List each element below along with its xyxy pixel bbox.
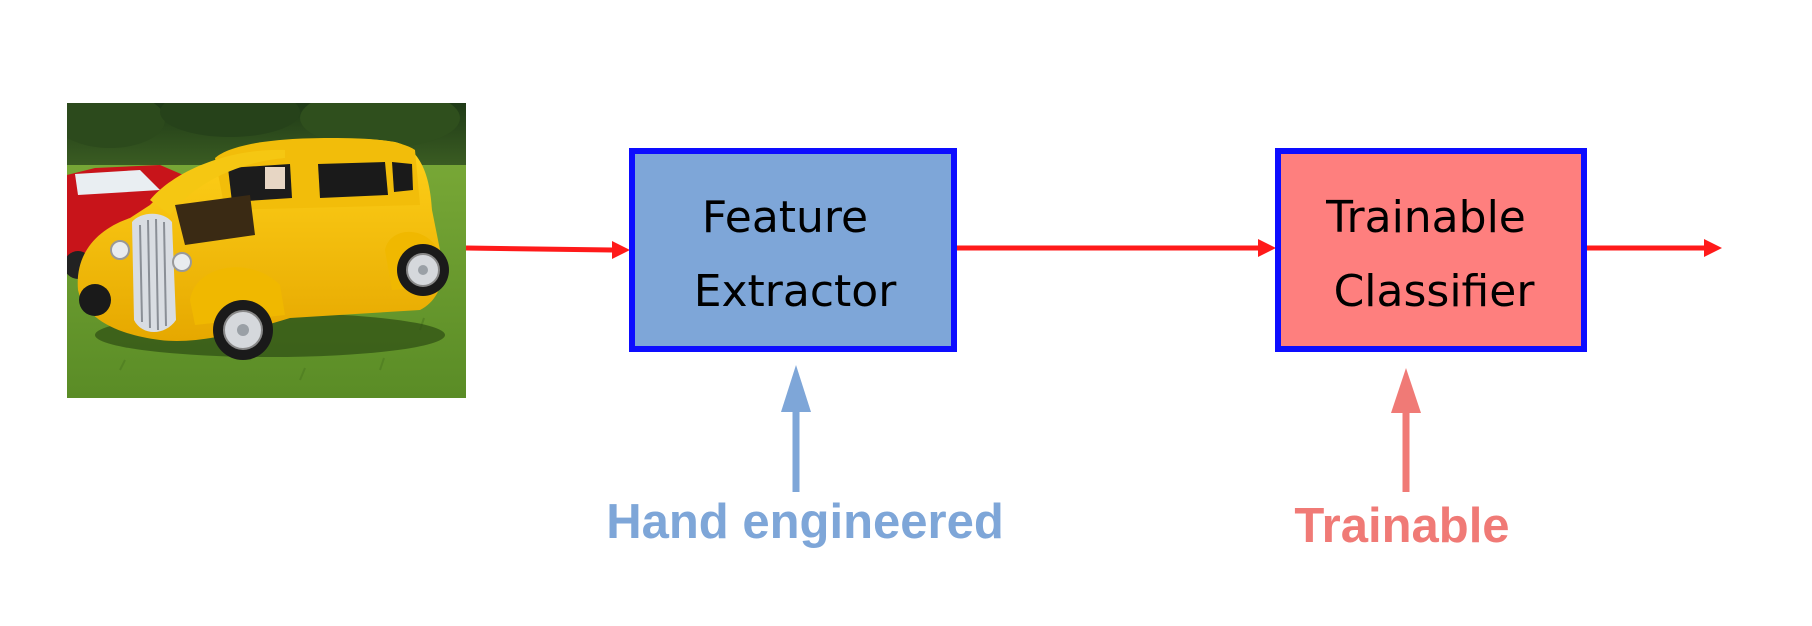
arrow-image-to-extractor bbox=[465, 241, 630, 259]
hand-engineered-arrow bbox=[781, 365, 811, 492]
trainable-arrow bbox=[1391, 368, 1421, 492]
arrow-head bbox=[1704, 239, 1722, 257]
arrow-head bbox=[612, 241, 630, 259]
trainable-classifier-rect bbox=[1275, 148, 1587, 352]
feature-extractor-line1: Feature bbox=[702, 192, 868, 243]
arrow-head bbox=[781, 365, 811, 412]
trainable-label: Trainable bbox=[1294, 499, 1509, 553]
arrow-output bbox=[1586, 239, 1722, 257]
arrow-head bbox=[1258, 239, 1276, 257]
feature-extractor-line2: Extractor bbox=[694, 266, 898, 317]
feature-extractor-box: Feature Extractor bbox=[629, 148, 957, 352]
hand-engineered-label: Hand engineered bbox=[606, 495, 1004, 549]
trainable-classifier-box: Trainable Classifier bbox=[1275, 148, 1587, 352]
arrow-head bbox=[1391, 368, 1421, 413]
input-car-image bbox=[67, 103, 466, 398]
arrow-extractor-to-classifier bbox=[956, 239, 1276, 257]
feature-extractor-rect bbox=[629, 148, 957, 352]
classifier-line1: Trainable bbox=[1325, 192, 1526, 243]
classifier-line2: Classifier bbox=[1334, 266, 1536, 317]
arrow-shaft bbox=[465, 245, 613, 253]
